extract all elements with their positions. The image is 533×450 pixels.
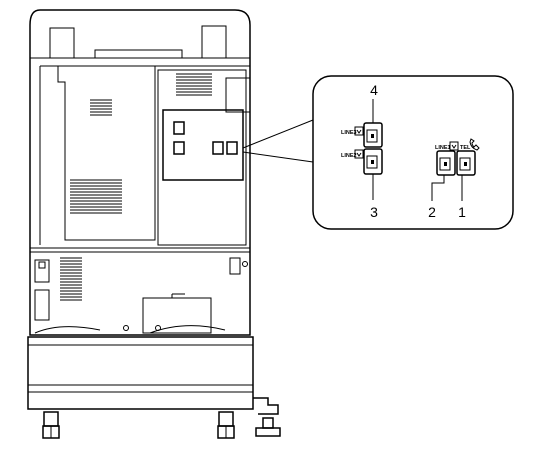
telephone-jack-icon xyxy=(449,141,459,151)
telephone-jack-icon xyxy=(354,126,364,136)
connector-area xyxy=(162,109,244,181)
port-line1 xyxy=(436,150,456,176)
vent-grille-lower-left xyxy=(60,257,82,301)
callout-4: 4 xyxy=(370,82,378,98)
telephone-jack-icon xyxy=(354,149,364,159)
port-label-line2: LINE2 xyxy=(341,153,357,159)
port-label-tel: TEL xyxy=(460,145,471,151)
callout-2: 2 xyxy=(428,204,436,220)
port-tel xyxy=(456,150,476,176)
detail-callout-box xyxy=(312,75,514,230)
callout-3: 3 xyxy=(370,204,378,220)
callout-1: 1 xyxy=(458,204,466,220)
base-cabinet xyxy=(27,336,254,410)
port-label-line3: LINE3 xyxy=(341,130,357,136)
zoom-leader-top xyxy=(242,119,314,149)
vent-grille-mid-left xyxy=(70,179,122,214)
caster-right xyxy=(217,411,235,439)
handset-icon xyxy=(469,138,480,151)
port-label-line1: LINE1 xyxy=(435,145,451,151)
zoom-leader-bottom xyxy=(242,151,314,163)
vent-grille-top-right xyxy=(176,73,212,96)
vent-grille-upper-left xyxy=(90,99,112,116)
printer-body xyxy=(27,9,281,439)
caster-left xyxy=(42,411,60,439)
